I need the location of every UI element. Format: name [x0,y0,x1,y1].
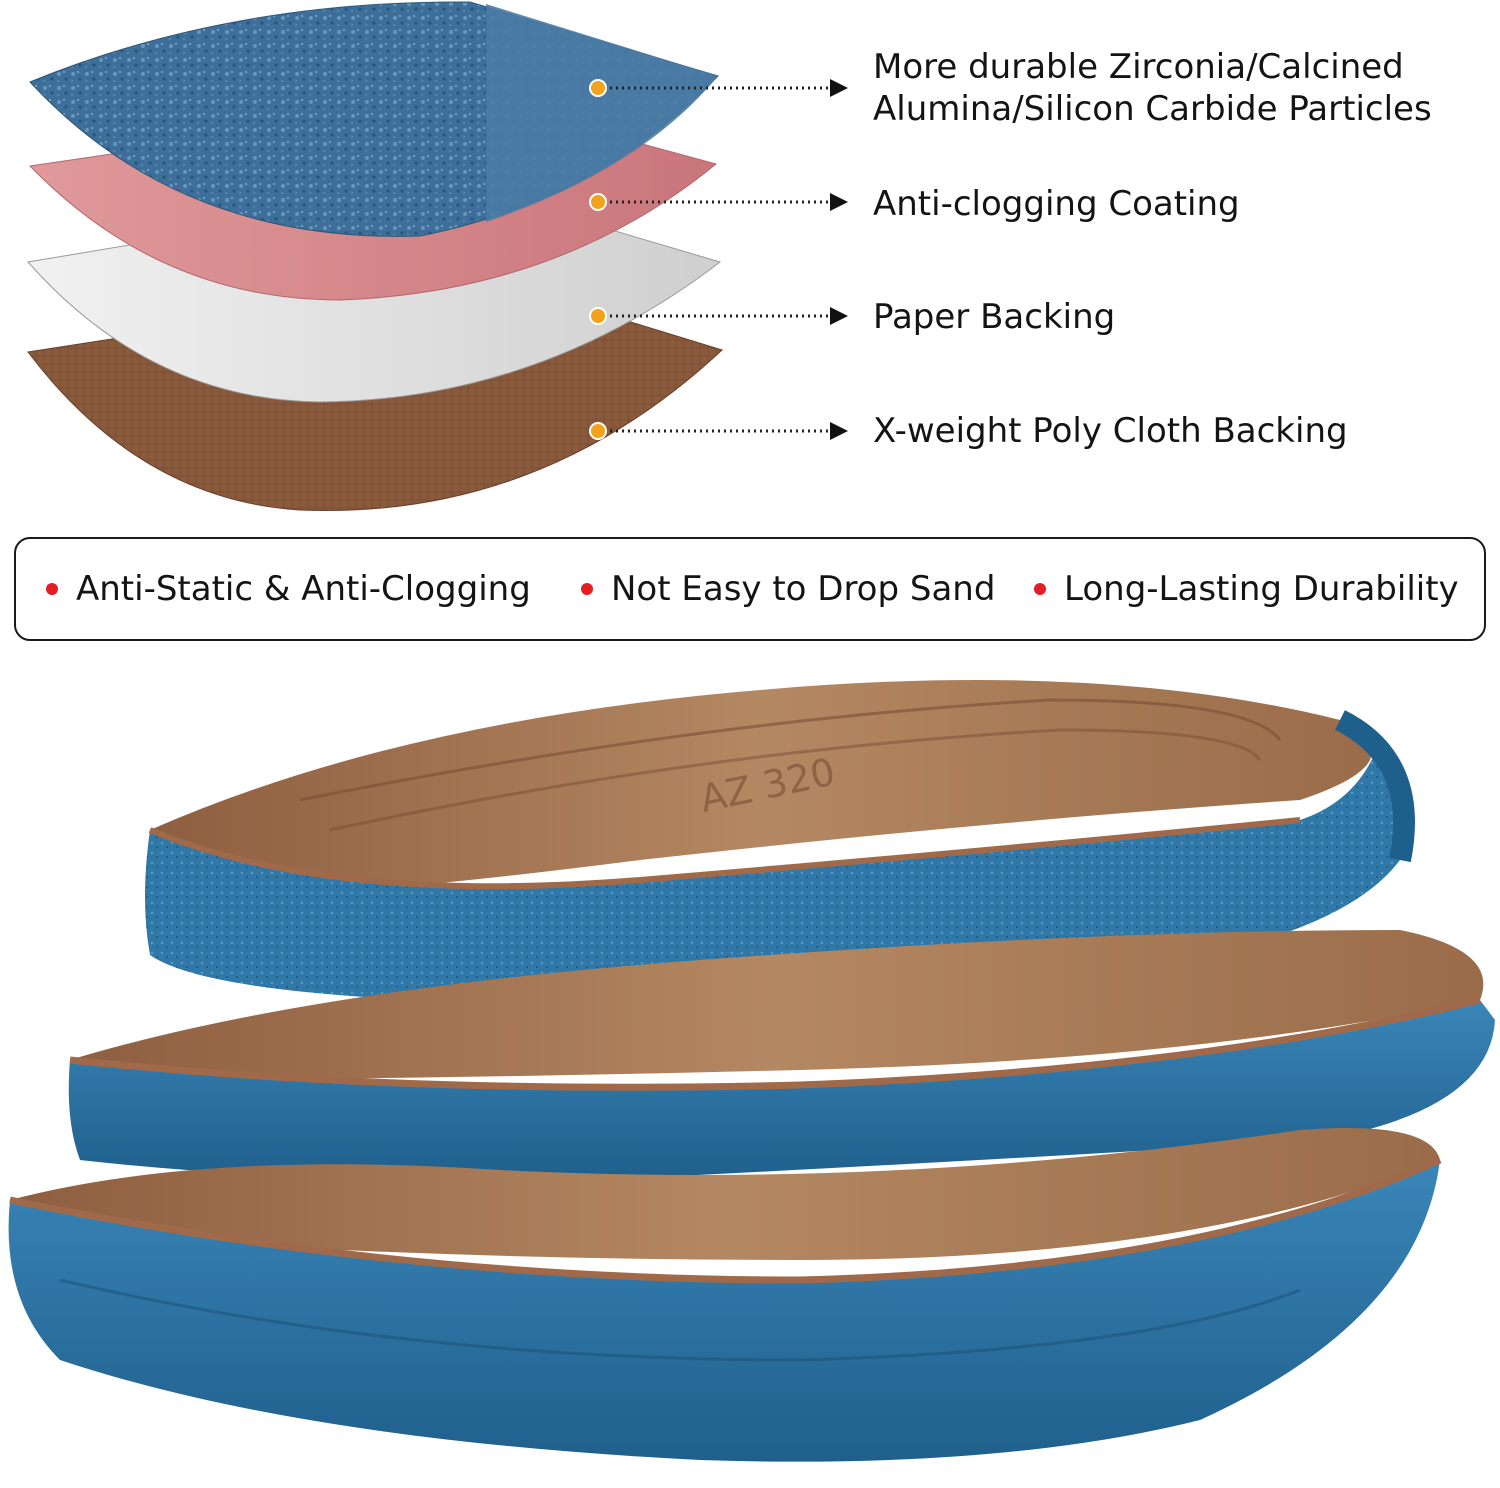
callout-dot [589,422,607,440]
arrow-right-icon [830,307,848,325]
arrow-right-icon [830,79,848,97]
layer-diagram [27,1,723,512]
leader-4 [589,422,848,440]
layer-label-cloth: X-weight Poly Cloth Backing [873,411,1348,451]
layer-label-coating: Anti-clogging Coating [873,184,1240,224]
belt-inner-backing [150,680,1372,900]
callout-leaders [589,79,848,440]
feature-item: Not Easy to Drop Sand [581,563,995,615]
belt-coil-top: AZ 320 [145,680,1415,1002]
bullet-dot-icon [1034,583,1046,595]
callout-dot [589,193,607,211]
feature-banner: Anti-Static & Anti-Clogging Not Easy to … [14,537,1486,641]
belt-inner-backing [10,1128,1440,1260]
arrow-right-icon [830,193,848,211]
leader-2 [589,193,848,211]
layer-label-paper: Paper Backing [873,297,1116,337]
belt-abrasive-face [68,1000,1495,1181]
leader-1 [589,79,848,97]
feature-item: Long-Lasting Durability [1034,563,1459,615]
feature-text: Anti-Static & Anti-Clogging [76,569,531,609]
leader-3 [589,307,848,325]
feature-item: Anti-Static & Anti-Clogging [46,563,531,615]
sanding-belts-photo: AZ 320 [8,680,1495,1462]
belt-abrasive-face [8,1160,1441,1462]
abrasive-fine-zone [486,4,718,222]
belt-coil-middle [68,930,1495,1181]
belt-inner-backing [70,930,1484,1080]
arrow-right-icon [830,422,848,440]
layer-label-abrasive-line-1: More durable Zirconia/Calcined [873,47,1404,87]
layer-label-abrasive-line-2: Alumina/Silicon Carbide Particles [873,89,1432,129]
bullet-dot-icon [581,583,593,595]
feature-text: Long-Lasting Durability [1064,569,1459,609]
bullet-dot-icon [46,583,58,595]
feature-text: Not Easy to Drop Sand [611,569,996,609]
callout-dot [589,307,607,325]
belt-coil-bottom [8,1128,1442,1462]
callout-dot [589,79,607,97]
